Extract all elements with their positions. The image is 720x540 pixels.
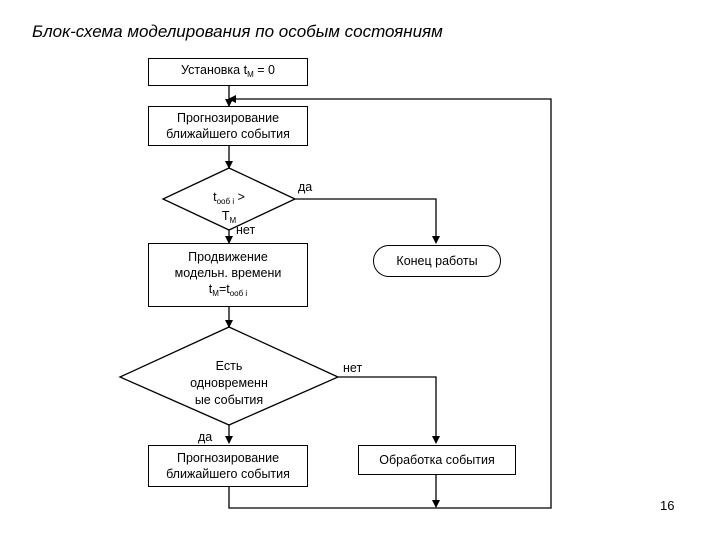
advance-line2: модельн. времени bbox=[174, 265, 282, 280]
decision2-text: Есть одновременн ые события bbox=[179, 358, 279, 409]
label-no2: нет bbox=[343, 361, 363, 375]
advance-s1: M bbox=[212, 288, 219, 298]
init-text: Установка t bbox=[181, 62, 248, 77]
decision1-gt: > bbox=[234, 190, 245, 204]
decision2-line2: одновременн bbox=[190, 376, 268, 390]
decision1-sub1: ооб i bbox=[216, 197, 235, 206]
advance-box: Продвижение модельн. времени tM=tооб i bbox=[148, 243, 308, 307]
predict2-line2: ближайшего события bbox=[166, 467, 290, 481]
init-sub: M bbox=[247, 69, 254, 79]
edge-decision2-process bbox=[338, 376, 440, 444]
decision1-diamond bbox=[161, 167, 297, 231]
decision1-t: t bbox=[213, 190, 217, 204]
advance-eq: =t bbox=[218, 281, 230, 296]
process-text: Обработка события bbox=[379, 453, 495, 467]
advance-s2: ооб i bbox=[229, 288, 248, 298]
predict2-line1: Прогнозирование bbox=[176, 451, 280, 465]
page-number: 16 bbox=[660, 498, 675, 513]
label-yes2: да bbox=[198, 430, 213, 444]
decision1-T: T bbox=[221, 209, 230, 223]
process-box: Обработка события bbox=[358, 445, 516, 475]
advance-line1: Продвижение bbox=[188, 249, 268, 264]
page-title: Блок-схема моделирования по особым состо… bbox=[32, 22, 443, 41]
predict2-box: Прогнозирование ближайшего события bbox=[148, 445, 308, 487]
edge-decision1-end bbox=[295, 198, 440, 244]
init-suffix: = 0 bbox=[253, 62, 275, 77]
decision1-text: tооб i > TM bbox=[199, 190, 259, 228]
advance-t1: t bbox=[208, 281, 213, 296]
decision2-line1: Есть bbox=[215, 359, 243, 373]
predict1-box: Прогнозирование ближайшего события bbox=[148, 106, 308, 146]
edge-loop-back bbox=[228, 95, 552, 509]
label-yes1: да bbox=[298, 180, 313, 194]
predict1-line2: ближайшего события bbox=[166, 127, 290, 141]
decision2-line3: ые события bbox=[194, 393, 264, 407]
label-no1: нет bbox=[236, 223, 256, 237]
end-text: Конец работы bbox=[396, 254, 478, 268]
decision2-diamond bbox=[118, 326, 340, 426]
predict1-line1: Прогнозирование bbox=[176, 111, 280, 125]
init-box: Установка tM = 0 bbox=[148, 58, 308, 86]
end-box: Конец работы bbox=[373, 245, 501, 277]
decision1-sub2: M bbox=[229, 216, 237, 225]
